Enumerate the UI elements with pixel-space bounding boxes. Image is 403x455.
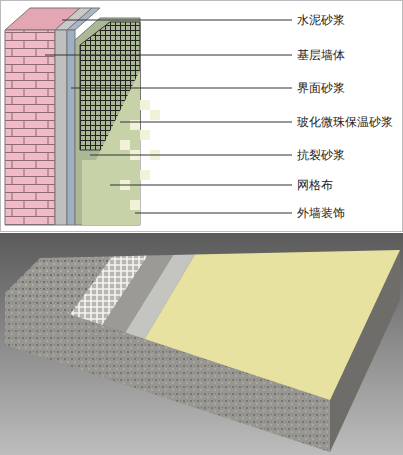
part-label: 基层墙体 bbox=[296, 48, 346, 62]
part-label: 抗裂砂浆 bbox=[296, 148, 346, 162]
part-label: 玻化微珠保温砂浆 bbox=[296, 115, 394, 129]
part-label: 外墙装饰 bbox=[296, 206, 346, 220]
part-label: 水泥砂浆 bbox=[296, 13, 346, 27]
part-label: 网格布 bbox=[296, 178, 334, 192]
part-label: 界面砂浆 bbox=[296, 81, 346, 95]
